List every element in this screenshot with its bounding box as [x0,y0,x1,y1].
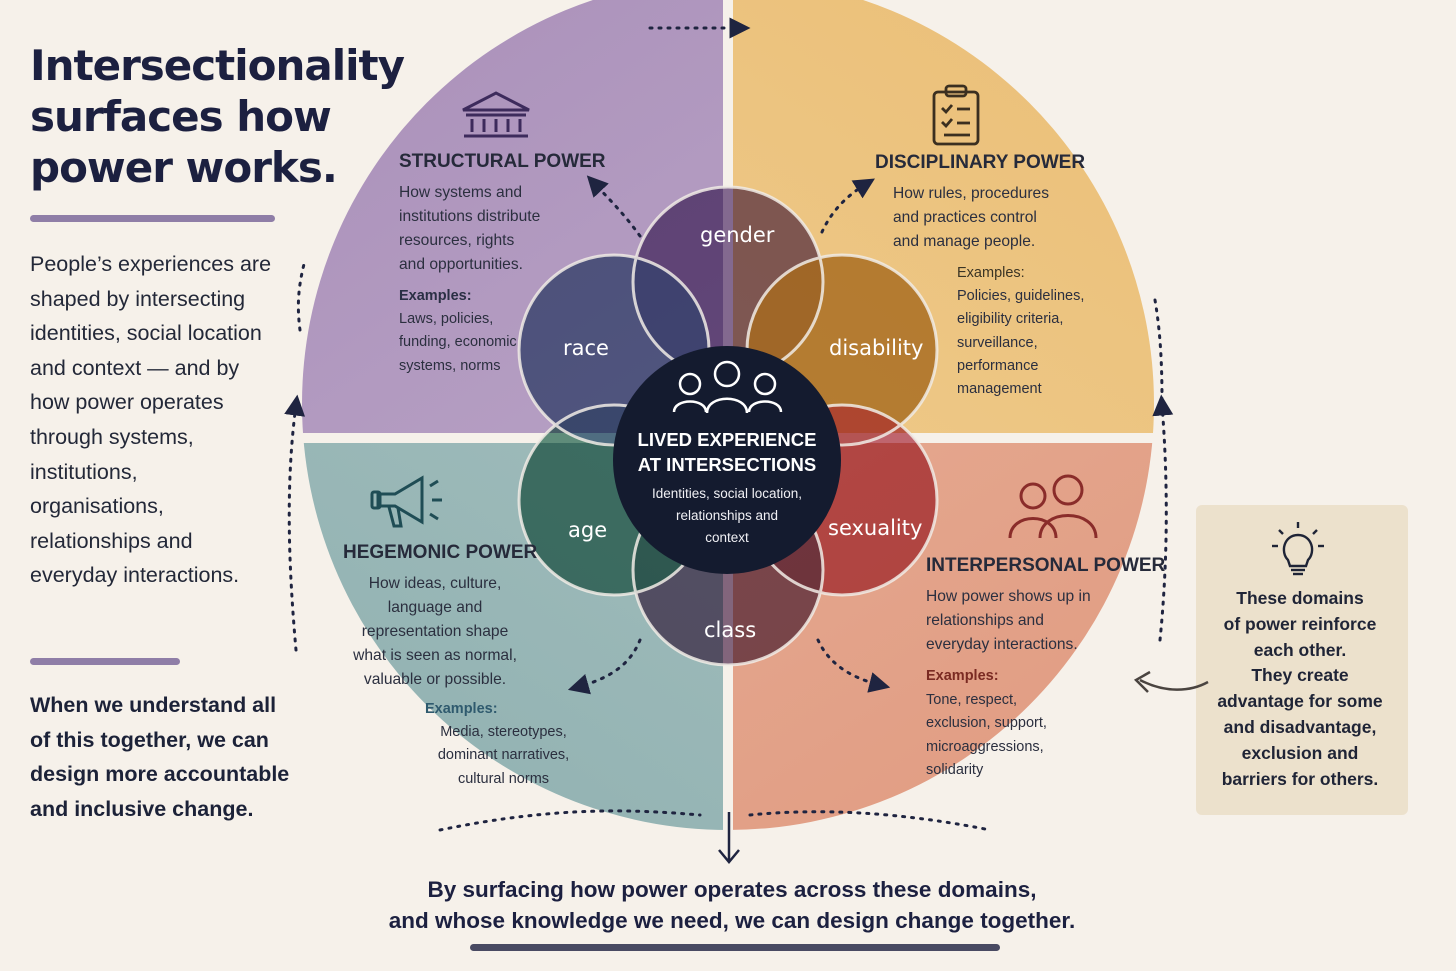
hegemonic-examples-label: Examples: [425,701,498,717]
page-title: Intersectionality surfaces how power wor… [30,41,405,192]
structural-examples: Laws, policies, funding, economic system… [399,311,517,374]
structural-examples-label: Examples: [399,288,472,304]
hegemonic-examples: Media, stereotypes, dominant narratives,… [437,724,570,787]
reinforcement-note: These domains of power reinforce each ot… [1217,588,1383,789]
note-card [1196,505,1408,815]
interpersonal-title: INTERPERSONAL POWER [926,555,1166,576]
group-of-people-icon [672,360,783,414]
interpersonal-description: How power shows up in relationships and … [926,588,1091,653]
institution-building-icon [462,91,530,138]
hegemonic-title: HEGEMONIC POWER [343,542,538,563]
structural-description: How systems and institutions distribute … [399,184,541,273]
megaphone-icon [370,475,442,528]
identity-label-class: class [704,618,757,642]
disciplinary-description: How rules, procedures and practices cont… [893,185,1050,250]
hegemonic-description: How ideas, culture, language and represe… [353,575,517,688]
lightbulb-icon [1272,522,1324,576]
interpersonal-examples: Tone, respect, exclusion, support, micro… [926,692,1047,778]
footer-underline [470,944,1000,951]
section-divider [30,658,180,665]
identity-label-race: race [563,336,609,360]
disciplinary-examples-label: Examples: [957,265,1025,281]
identity-label-sexuality: sexuality [828,516,923,540]
center-subtitle: Identities, social location, relationshi… [651,486,803,545]
intro-paragraph: People’s experiences are shaped by inter… [30,252,272,588]
identity-label-age: age [568,518,608,542]
disciplinary-examples: Policies, guidelines, eligibility criter… [957,288,1085,398]
footer-statement: By surfacing how power operates across t… [388,877,1076,933]
title-underline [30,215,275,222]
identity-label-gender: gender [700,223,775,247]
center-disc [613,346,841,574]
structural-title: STRUCTURAL POWER [399,151,606,172]
down-arrow-head [718,849,740,864]
outer-cycle-arrows [284,17,1174,832]
center-title: LIVED EXPERIENCE AT INTERSECTIONS [637,429,817,475]
clipboard-checklist-icon [932,84,980,146]
identity-label-disability: disability [829,336,924,360]
two-people-icon [1008,474,1098,539]
conclusion-paragraph: When we understand all of this together,… [30,693,290,821]
note-arrow [1139,678,1209,691]
interpersonal-examples-label: Examples: [926,668,999,684]
note-arrow-head [1133,670,1151,693]
disciplinary-title: DISCIPLINARY POWER [875,152,1086,173]
